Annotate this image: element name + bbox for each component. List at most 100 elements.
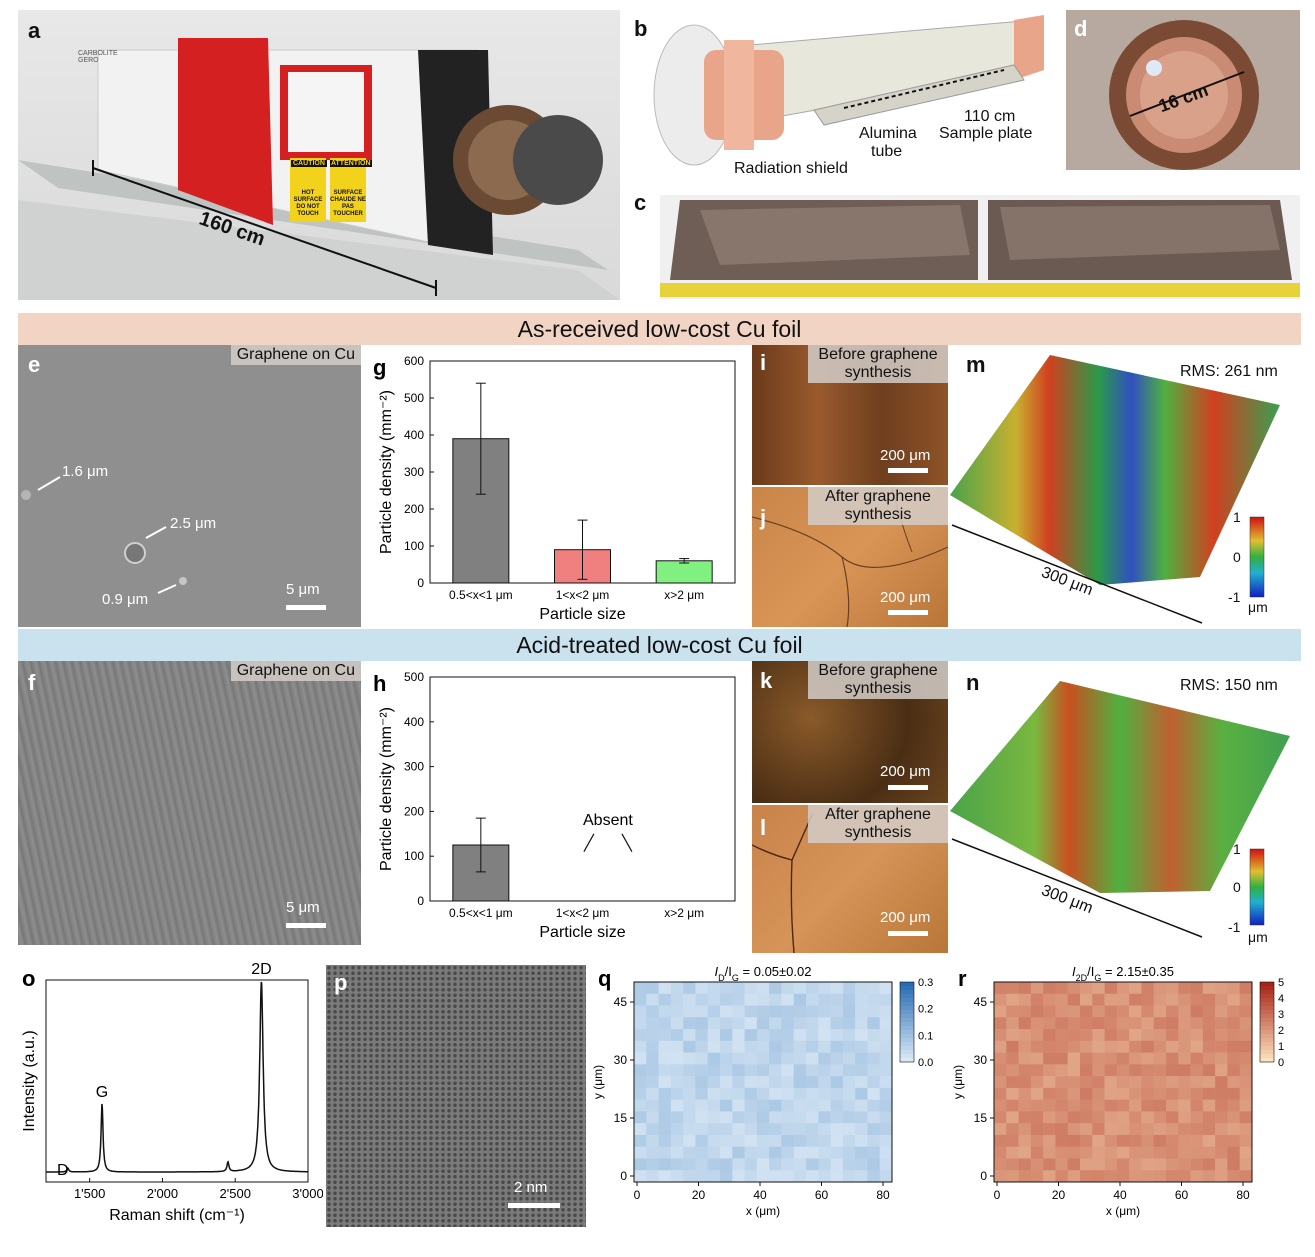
heatmap-cell	[867, 1052, 881, 1065]
heatmap-cell	[793, 1158, 807, 1171]
heatmap-cell	[683, 1087, 696, 1100]
panel-label-e: e	[28, 352, 41, 377]
heatmap-cell	[855, 1170, 868, 1183]
heatmap-cell	[793, 982, 807, 995]
heatmap-cell	[756, 1158, 770, 1171]
heatmap-cell	[1215, 1158, 1228, 1171]
heatmap-cell	[769, 1123, 782, 1136]
heatmap-cell	[756, 1064, 770, 1077]
heatmap-cell	[818, 1040, 831, 1053]
heatmap-cell	[1055, 1146, 1069, 1159]
heatmap-cell	[1141, 1158, 1155, 1171]
heatmap-cell	[695, 1005, 709, 1018]
heatmap-cell	[646, 1099, 659, 1112]
heatmap-cell	[1080, 1029, 1093, 1042]
colorbar-segment	[1260, 1046, 1274, 1051]
sample-plate-label: Sample plate	[939, 125, 1033, 142]
heatmap-cell	[744, 1099, 758, 1112]
heatmap-cell	[818, 1158, 831, 1171]
heatmap-cell	[744, 1029, 758, 1042]
scale-bar-f	[286, 923, 326, 928]
x-tick-label: 20	[692, 1188, 706, 1202]
heatmap-cell	[879, 1064, 893, 1077]
heatmap-cell	[855, 993, 868, 1006]
heatmap-cell	[1067, 1087, 1081, 1100]
heatmap-cell	[683, 1170, 696, 1183]
heatmap-cell	[867, 1170, 881, 1183]
colorbar-segment	[900, 1046, 914, 1051]
heatmap-cell	[830, 1146, 844, 1159]
heatmap-cell	[1018, 1005, 1032, 1018]
x-tick-label: x>2 μm	[664, 588, 704, 602]
colorbar-segment	[1260, 1026, 1274, 1031]
heatmap-cell	[670, 1040, 684, 1053]
heatmap-cell	[744, 1040, 758, 1053]
heatmap-cell	[1215, 1099, 1228, 1112]
heatmap-cell	[830, 982, 844, 995]
heatmap-cell	[1067, 1099, 1081, 1112]
heatmap-cell	[1043, 1111, 1056, 1124]
heatmap-cell	[879, 1134, 893, 1148]
heatmap-cell	[707, 1064, 721, 1077]
heatmap-cell	[744, 1146, 758, 1159]
heatmap-cell	[1227, 1170, 1241, 1183]
heatmap-cell	[1104, 993, 1118, 1006]
heatmap-cell	[683, 1005, 696, 1018]
heatmap-cell	[1092, 1005, 1105, 1018]
heatmap-cell	[1166, 1158, 1179, 1171]
heatmap-cell	[818, 1005, 831, 1018]
heatmap-cell	[658, 1158, 672, 1171]
heatmap-cell	[1239, 1099, 1253, 1112]
heatmap-cell	[1202, 1134, 1216, 1148]
heatmap-cell	[1202, 1111, 1216, 1124]
graphene-on-cu-tag-f: Graphene on Cu	[230, 661, 361, 681]
heatmap-cell	[1104, 982, 1118, 995]
heatmap-cell	[1067, 1146, 1081, 1159]
heatmap-cell	[1153, 1029, 1167, 1042]
heatmap-cell	[994, 1146, 1007, 1159]
colorbar-frame	[1259, 981, 1275, 1063]
colorbar-unit-n: μm	[1248, 929, 1268, 945]
heatmap-cell	[695, 1029, 709, 1042]
heatmap-cell	[670, 1052, 684, 1065]
heatmap-cell	[1018, 993, 1032, 1006]
heatmap-cell	[646, 1158, 659, 1171]
heatmap-cell	[806, 1170, 819, 1183]
heatmap-cell	[1202, 993, 1216, 1006]
y-tick-label: 200	[404, 502, 424, 516]
heatmap-cell	[1178, 1029, 1191, 1042]
heatmap-cell	[818, 1076, 831, 1089]
y-axis-label: Intensity (a.u.)	[21, 1030, 38, 1131]
tube-label: tube	[871, 143, 903, 160]
heatmap-cell	[830, 1099, 844, 1112]
absent-annotation: Absent	[583, 812, 633, 829]
heatmap-cell	[695, 1146, 709, 1159]
heatmap-cell	[756, 1146, 770, 1159]
y-tick-label: 200	[404, 804, 424, 818]
y-tick-label: 0	[980, 1169, 987, 1183]
heatmap-cell	[781, 1064, 795, 1077]
attention-text: SURFACE CHAUDE NE PAS TOUCHER	[330, 190, 366, 217]
heatmap-cell	[756, 1076, 770, 1089]
heatmap-cell	[732, 1123, 745, 1136]
heatmap-cell	[830, 1111, 844, 1124]
heatmap-cell	[1153, 993, 1167, 1006]
heatmap-cell	[1227, 1017, 1241, 1030]
heatmap-cell	[830, 1170, 844, 1183]
heatmap-cell	[1129, 1029, 1142, 1042]
caution-text: HOT SURFACE DO NOT TOUCH	[293, 190, 323, 217]
heatmap-cell	[707, 1005, 721, 1018]
heatmap-cell	[658, 1087, 672, 1100]
heatmap-cell	[707, 993, 721, 1006]
heatmap-cell	[1043, 1134, 1056, 1148]
heatmap-cell	[1239, 1123, 1253, 1136]
heatmap-cell	[879, 993, 893, 1006]
after-synthesis-line1-l: After graphene	[825, 806, 931, 823]
heatmap-cell	[769, 1087, 782, 1100]
heatmap-cell	[1080, 1076, 1093, 1089]
x-axis-label: Particle size	[539, 924, 625, 941]
tem-lattice-image: 2 nm	[326, 965, 586, 1227]
heatmap-cell	[1166, 1052, 1179, 1065]
heatmap-cell	[683, 982, 696, 995]
heatmap-cell	[830, 993, 844, 1006]
